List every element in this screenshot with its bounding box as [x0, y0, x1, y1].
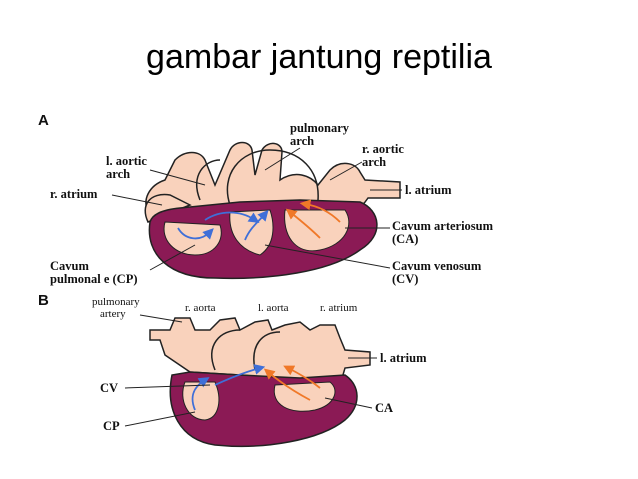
panel-a-letter: A — [38, 112, 49, 129]
panel-a-aortic-arch-curve — [226, 149, 319, 206]
panel-b-arrow-orange-2 — [283, 365, 321, 389]
leader-cv — [124, 384, 211, 389]
label-pulmonary-artery-2: artery — [100, 308, 126, 320]
leader-cavum-venosum — [264, 244, 391, 269]
label-l-aorta: l. aorta — [258, 302, 289, 314]
label-cavum-pulmonale: Cavum — [50, 259, 89, 273]
label-r-aorta: r. aorta — [185, 302, 216, 314]
label-cavum-venosum-2: (CV) — [392, 272, 418, 286]
label-cp: CP — [103, 419, 120, 433]
label-ca: CA — [375, 401, 393, 415]
label-r-aortic-arch-2: arch — [362, 155, 386, 169]
leader-r-aortic-arch — [329, 161, 363, 181]
label-l-aortic-arch: l. aortic — [106, 154, 147, 168]
label-cavum-arteriosum-2: (CA) — [392, 232, 418, 246]
label-l-atrium: l. atrium — [405, 183, 452, 197]
panel-a-heart — [144, 141, 401, 280]
label-cavum-arteriosum: Cavum arteriosum — [392, 219, 494, 233]
panel-b-arrow-orange-1 — [263, 368, 311, 401]
panel-b-vessels — [149, 317, 371, 386]
leader-ca — [324, 397, 373, 409]
panel-a-arrow-blue-1 — [177, 227, 214, 240]
panel-b-arrow-blue-2 — [214, 364, 266, 386]
panel-a-arrow-blue-2 — [204, 211, 260, 223]
leader-l-aortic-arch — [149, 169, 206, 186]
label-pulmonary-artery: pulmonary — [92, 296, 140, 308]
leader-cp — [124, 411, 196, 427]
label-cavum-venosum: Cavum venosum — [392, 259, 482, 273]
panel-a-arrow-orange-2 — [299, 199, 341, 223]
panel-b-cavum-pulmonale — [182, 381, 220, 421]
panel-a-vessels — [145, 141, 401, 216]
panel-b-arch-curve-2 — [253, 331, 281, 371]
label-l-aortic-arch-2: arch — [106, 167, 130, 181]
panel-b-arch-curve-1 — [211, 329, 241, 371]
label-pulmonary-arch: pulmonary — [290, 121, 350, 135]
leader-cavum-pulmonale — [149, 244, 196, 271]
label-r-atrium: r. atrium — [50, 187, 98, 201]
panel-b-heart — [149, 317, 371, 448]
label-l-atrium-b: l. atrium — [380, 351, 427, 365]
panel-b-arrow-blue-1 — [191, 377, 210, 411]
label-r-aortic-arch: r. aortic — [362, 142, 404, 156]
panel-b-letter: B — [38, 292, 49, 309]
panel-a-arrow-orange-1 — [285, 208, 321, 239]
leader-r-atrium — [111, 194, 163, 206]
label-pulmonary-arch-2: arch — [290, 134, 314, 148]
leader-pulmonary-arch — [264, 147, 301, 171]
label-cavum-pulmonale-2: pulmonal e (CP) — [50, 272, 138, 286]
panel-a-arrow-blue-3 — [244, 209, 269, 241]
leader-pulmonary-artery — [139, 314, 183, 323]
slide-title: gambar jantung reptilia — [146, 38, 492, 76]
label-r-atrium-b: r. atrium — [320, 302, 358, 314]
label-cv: CV — [100, 381, 118, 395]
panel-a-left-arch-curve — [196, 159, 221, 201]
